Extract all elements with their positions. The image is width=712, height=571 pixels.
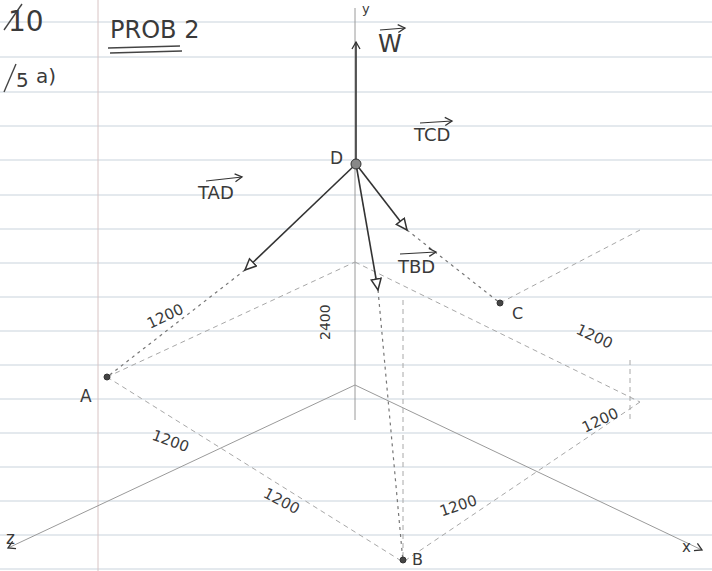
base-outline [107,230,640,562]
force-label: TCD [414,126,450,144]
point-label: C [512,306,523,322]
axis-label: y [362,2,370,15]
problem-title: PROB 2 [110,18,199,42]
ruled-lines [0,22,712,569]
dimension-label: 1200 [261,486,302,517]
axis-label: x [682,540,691,555]
vector-overbars [206,28,452,254]
point-label: A [80,388,92,405]
axis-label: z [6,530,15,547]
dimension-label: 1200 [150,428,191,455]
grade-score: 10 [8,8,44,36]
cable-lines [107,230,500,562]
points [104,159,503,563]
dimension-label: 1200 [574,322,615,352]
part-score: 5 [16,70,29,90]
force-vectors [245,42,407,290]
force-label: TBD [398,258,435,276]
dimension-label: 2400 [318,304,332,340]
dimension-label: 1200 [145,302,186,332]
point-label: D [330,150,343,167]
axes [8,8,702,550]
dimension-label: 1200 [580,406,621,436]
part-label: a) [36,66,56,86]
margin-line [98,0,99,571]
force-label: W [378,32,402,56]
point-label: B [412,552,423,568]
title-underline [108,46,182,53]
force-label: TAD [198,184,234,202]
